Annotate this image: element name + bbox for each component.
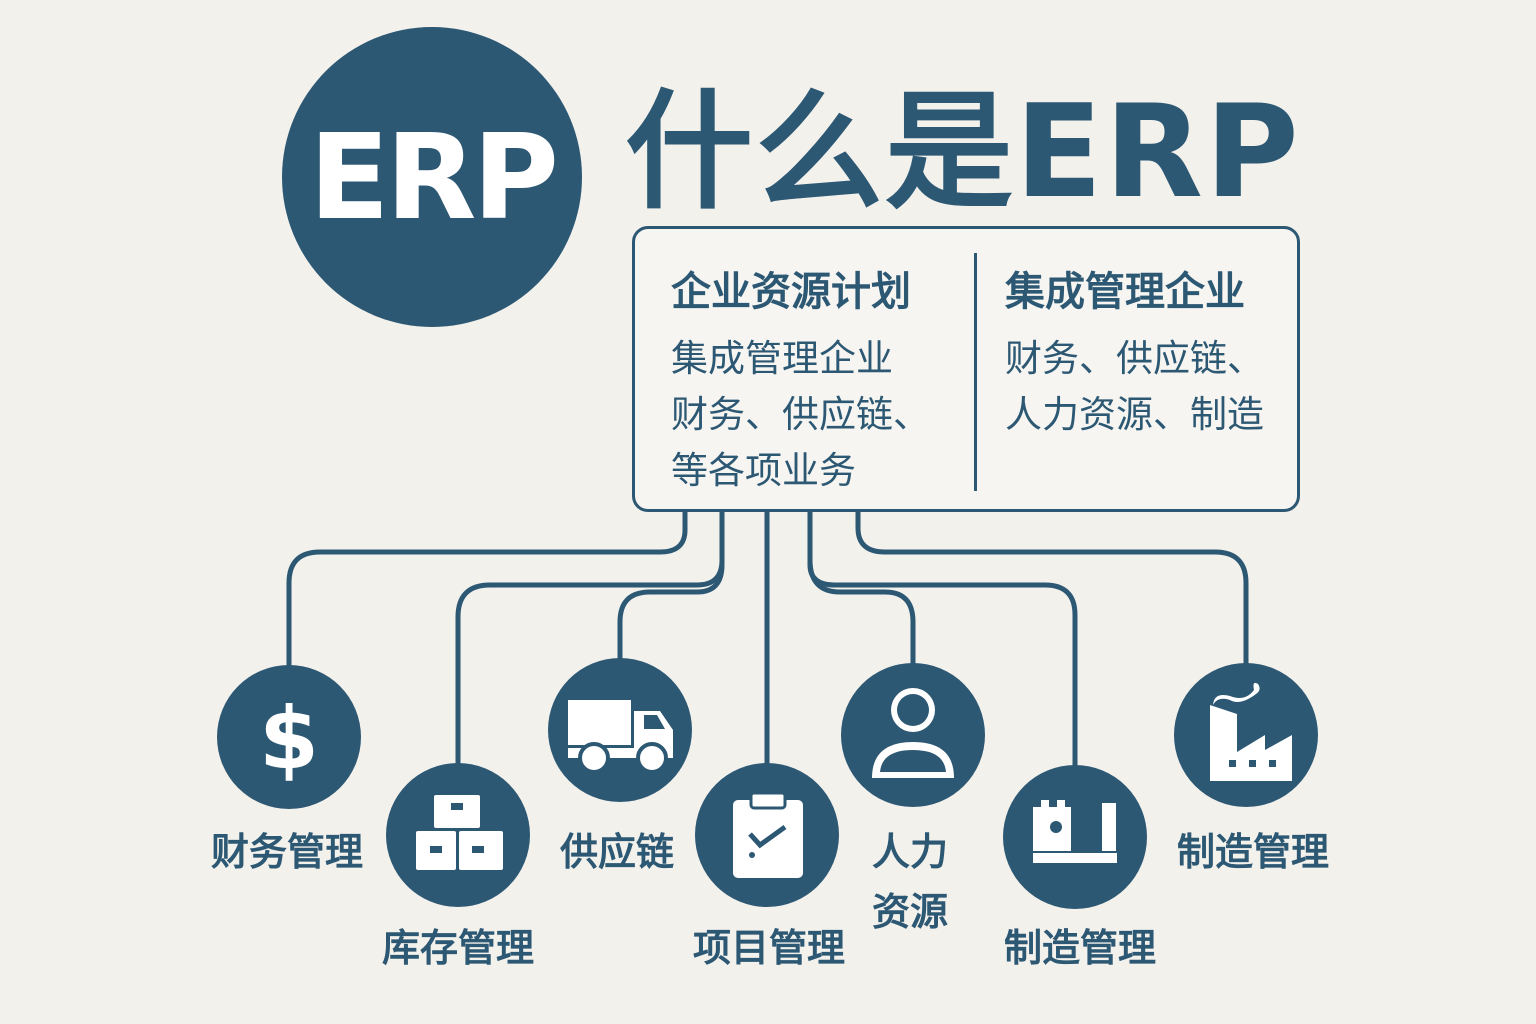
module-label-supply-chain: 供应链 [559, 830, 675, 874]
logo-text: ERP [309, 108, 559, 246]
module-circle-inventory [386, 763, 530, 907]
definition-line: 集成管理企业 [671, 337, 893, 380]
clipboard-check-icon [733, 791, 803, 878]
definition-left-heading: 企业资源计划 [671, 269, 911, 315]
machine-icon [1033, 800, 1117, 863]
module-label-hr: 人力 资源 [872, 822, 948, 942]
erp-logo-circle: ERP [282, 27, 582, 327]
definition-line: 财务、供应链、 [671, 393, 930, 436]
factory-icon [1210, 682, 1292, 781]
definition-box: 企业资源计划 集成管理企业 财务、供应链、 等各项业务 集成管理企业 财务、供应… [632, 226, 1300, 512]
module-label-project: 项目管理 [692, 926, 846, 970]
definition-right: 集成管理企业 财务、供应链、 人力资源、制造 [1005, 259, 1264, 443]
person-icon [872, 688, 954, 778]
connector-finance [286, 510, 688, 668]
connector-factory [855, 510, 1249, 665]
dollar-icon: $ [259, 689, 319, 789]
page-title: 什么是ERP [625, 78, 1301, 227]
boxes-icon [416, 795, 503, 870]
definition-left: 企业资源计划 集成管理企业 财务、供应链、 等各项业务 [671, 259, 930, 499]
definition-line: 财务、供应链、 [1005, 337, 1264, 380]
truck-icon [568, 700, 673, 774]
module-label-finance: 财务管理 [210, 830, 364, 874]
module-label-manufacturing: 制造管理 [1003, 926, 1157, 970]
module-label-manufacturing-2: 制造管理 [1176, 830, 1330, 874]
definition-line: 等各项业务 [671, 449, 856, 492]
module-label-inventory: 库存管理 [381, 926, 535, 970]
module-circle-mfg [1003, 765, 1147, 909]
module-label-hr-line1: 人力 [871, 830, 949, 874]
module-circle-factory [1174, 663, 1318, 807]
module-label-hr-line2: 资源 [871, 890, 949, 934]
divider [974, 253, 977, 491]
module-circle-finance [217, 665, 361, 809]
module-circle-hr [841, 663, 985, 807]
definition-right-heading: 集成管理企业 [1005, 269, 1245, 315]
definition-line: 人力资源、制造 [1005, 393, 1264, 436]
connector-mfg [807, 540, 1078, 767]
connector-supply [617, 540, 725, 660]
